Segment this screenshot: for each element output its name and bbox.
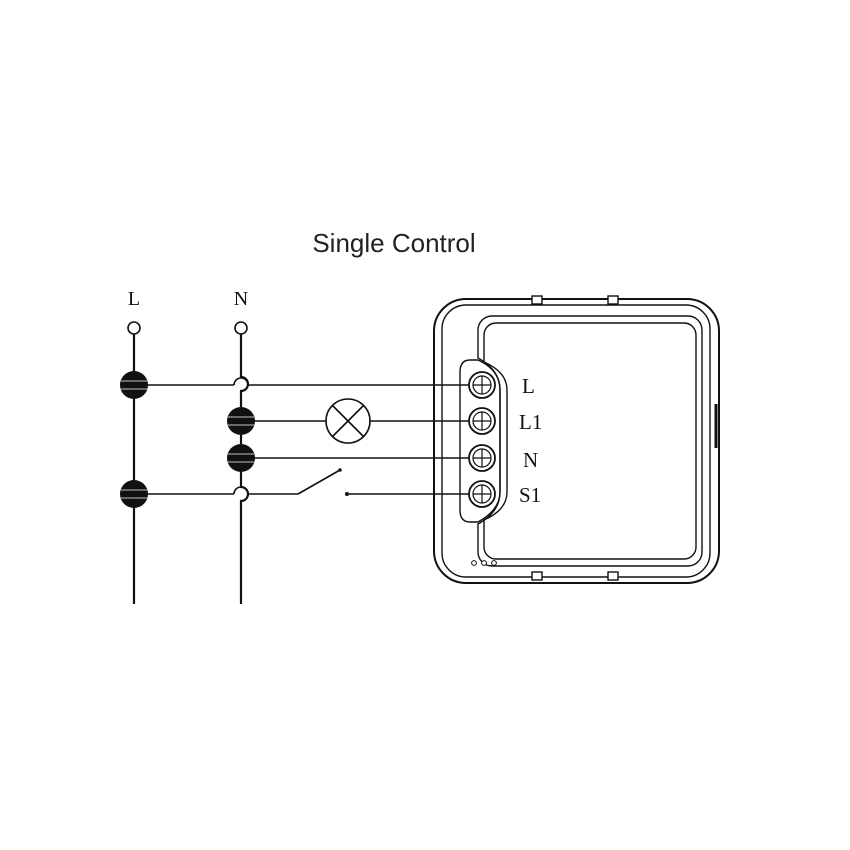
supply-neutral-label: N	[234, 288, 248, 310]
switch-contact-icon	[345, 492, 349, 496]
switch-icon	[297, 469, 341, 495]
switch-contact-icon	[338, 468, 342, 472]
screw-terminal-icon	[468, 480, 496, 508]
line-terminal-icon	[127, 321, 141, 335]
wire-l-to-module-crossover	[233, 377, 472, 386]
lamp-icon	[325, 398, 371, 444]
terminal-label-n: N	[523, 448, 538, 472]
diagram-title: Single Control	[312, 228, 475, 258]
junction-dot-icon	[227, 444, 255, 472]
screw-terminal-icon	[468, 407, 496, 435]
screw-terminal-icon	[468, 444, 496, 472]
terminal-label-l1: L1	[519, 410, 542, 434]
supply-line-label: L	[128, 288, 140, 310]
smart-switch-module	[433, 295, 720, 584]
junction-dot-icon	[120, 480, 148, 508]
wire-l-to-switch-crossover	[233, 486, 298, 495]
junction-dot-icon	[120, 371, 148, 399]
terminal-label-s1: S1	[519, 483, 541, 507]
neutral-terminal-icon	[234, 321, 248, 335]
screw-terminal-icon	[468, 371, 496, 399]
junction-dot-icon	[227, 407, 255, 435]
terminal-label-l: L	[522, 374, 535, 398]
